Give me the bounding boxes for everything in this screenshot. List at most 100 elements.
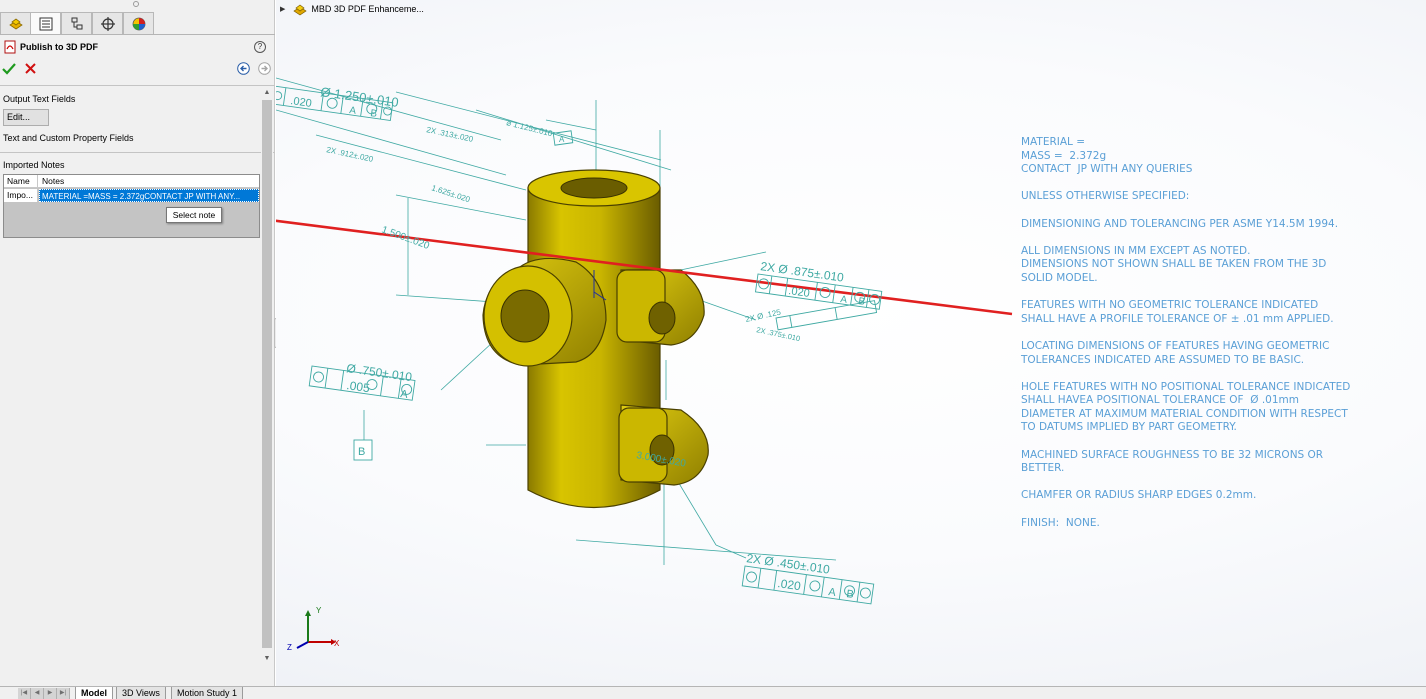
note-line: SHALL HAVE A PROFILE TOLERANCE OF ± .01 … <box>1021 312 1334 325</box>
part-icon <box>293 4 308 15</box>
dim-slant-2[interactable]: 2X .912±.020 <box>326 145 375 164</box>
fcf-right[interactable] <box>754 273 883 310</box>
note-line: TOLERANCES INDICATED ARE ASSUMED TO BE B… <box>1021 353 1305 366</box>
table-header: Name Notes <box>4 175 259 188</box>
expand-arrow-icon[interactable]: ▶ <box>280 6 286 13</box>
dim-slant-3[interactable]: 1.625±.020 <box>430 183 471 204</box>
text-custom-property-fields-label: Text and Custom Property Fields <box>3 133 134 143</box>
forward-arrow-icon[interactable] <box>258 62 271 75</box>
select-note-tooltip: Select note <box>166 207 222 223</box>
fcf-bottom[interactable] <box>741 565 875 605</box>
datum-a-flag[interactable]: A <box>552 130 574 146</box>
edit-button[interactable]: Edit... <box>3 109 49 126</box>
next-tab-arrow-icon[interactable]: ▶ <box>44 688 57 699</box>
last-tab-arrow-icon[interactable]: ▶| <box>57 688 70 699</box>
tab-nav-arrows: |◀ ◀ ▶ ▶| <box>18 688 70 699</box>
note-line: UNLESS OTHERWISE SPECIFIED: <box>1021 190 1190 203</box>
note-line: FINISH: NONE. <box>1021 516 1100 529</box>
fcf-right-small[interactable] <box>775 300 878 331</box>
graphics-area[interactable]: ▶ MBD 3D PDF Enhanceme... <box>276 0 1426 686</box>
feature-control-frames <box>276 85 883 605</box>
scroll-down-arrow-icon[interactable]: ▼ <box>263 655 271 662</box>
tab-3d-views[interactable]: 3D Views <box>116 687 166 699</box>
note-line: BETTER. <box>1021 462 1065 475</box>
note-line: SOLID MODEL. <box>1021 271 1098 284</box>
note-line: SHALL HAVEA POSITIONAL TOLERANCE OF Ø .0… <box>1021 394 1299 407</box>
note-line <box>1021 435 1401 449</box>
datum-b-flag[interactable]: B <box>353 439 373 461</box>
dim-right-small-2[interactable]: 2X .375±.010 <box>756 325 801 343</box>
tab-display-manager[interactable] <box>123 12 154 34</box>
fcf-top[interactable] <box>276 85 394 122</box>
property-manager-header: Publish to 3D PDF ? <box>0 40 275 56</box>
part-name[interactable]: MBD 3D PDF Enhanceme... <box>311 4 424 14</box>
tab-dimxpert-manager[interactable] <box>92 12 123 34</box>
datum-a-label: A <box>559 135 565 144</box>
triad-z-label: Z <box>287 643 292 652</box>
fcf-right-datum-b: B <box>858 296 866 308</box>
check-icon[interactable] <box>2 62 16 76</box>
prev-tab-arrow-icon[interactable]: ◀ <box>31 688 44 699</box>
back-arrow-icon[interactable] <box>237 62 250 75</box>
publish-3d-pdf-icon <box>4 40 16 54</box>
fcf-top-datum-a: A <box>349 105 357 117</box>
section-divider <box>0 85 275 86</box>
note-line <box>1021 326 1401 340</box>
tab-configuration-manager[interactable] <box>61 12 92 34</box>
panel-splitter-grip[interactable] <box>133 1 139 7</box>
dim-right-diameter[interactable]: 2X Ø .875±.010 <box>760 259 845 285</box>
output-text-fields-label: Output Text Fields <box>3 94 76 104</box>
fcf-bottom-datum-a: A <box>828 586 838 599</box>
help-icon[interactable]: ? <box>254 41 266 53</box>
fcf-left[interactable] <box>308 365 416 401</box>
fcf-left-tolerance: .005 <box>346 378 371 395</box>
imported-notes-label: Imported Notes <box>3 160 65 170</box>
note-line <box>1021 286 1401 300</box>
note-line <box>1021 503 1401 517</box>
tab-property-manager[interactable] <box>30 12 61 34</box>
orientation-triad[interactable]: X Y Z <box>286 606 340 656</box>
fcf-top-datum-b: B <box>370 108 378 120</box>
datum-b-label: B <box>358 446 365 458</box>
flyout-feature-tree[interactable]: ▶ MBD 3D PDF Enhanceme... <box>280 2 424 16</box>
dim-top-diameter[interactable]: Ø 1.250±.010 <box>320 84 400 110</box>
note-line: DIMENSIONS NOT SHOWN SHALL BE TAKEN FROM… <box>1021 258 1327 271</box>
dim-slant-4[interactable]: ⌀ 1.125±.010 <box>506 118 554 138</box>
display-manager-icon <box>132 17 145 30</box>
note-line: ALL DIMENSIONS IN MM EXCEPT AS NOTED. <box>1021 244 1251 257</box>
note-line: MACHINED SURFACE ROUGHNESS TO BE 32 MICR… <box>1021 448 1324 461</box>
dim-left-vertical[interactable]: 1.500±.020 <box>380 224 431 252</box>
fcf-top-tolerance: .020 <box>290 95 313 110</box>
tab-model[interactable]: Model <box>75 687 113 699</box>
column-header-name[interactable]: Name <box>4 175 38 188</box>
x-icon[interactable] <box>24 62 37 75</box>
property-manager-panel: Publish to 3D PDF ? Output Text Fields E… <box>0 0 275 686</box>
scroll-thumb[interactable] <box>262 100 272 648</box>
model-viewport: Ø 1.250±.010 2X .313±.020 2X .912±.020 1… <box>276 77 1013 605</box>
dim-slant-1[interactable]: 2X .313±.020 <box>426 125 475 144</box>
note-name-cell[interactable]: Impo... <box>4 189 38 202</box>
fcf-bottom-tolerance: .020 <box>777 576 802 593</box>
note-line: TO DATUMS IMPLIED BY PART GEOMETRY. <box>1021 421 1237 434</box>
note-line <box>1021 367 1401 381</box>
column-header-notes[interactable]: Notes <box>42 176 65 186</box>
section-divider <box>0 152 275 153</box>
first-tab-arrow-icon[interactable]: |◀ <box>18 688 31 699</box>
tab-motion-study-1[interactable]: Motion Study 1 <box>171 687 244 699</box>
mbd-part-model[interactable] <box>482 169 709 509</box>
dim-bottom-diameter[interactable]: 2X Ø .450±.010 <box>746 551 831 577</box>
scroll-up-arrow-icon[interactable]: ▲ <box>263 89 271 96</box>
property-manager-scrollbar[interactable]: ▲ ▼ <box>261 87 273 667</box>
note-line: DIMENSIONING AND TOLERANCING PER ASME Y1… <box>1021 217 1339 230</box>
note-text-cell[interactable]: MATERIAL =MASS = 2.372gCONTACT JP WITH A… <box>39 189 259 202</box>
tab-feature-manager[interactable] <box>0 12 31 34</box>
note-line: LOCATING DIMENSIONS OF FEATURES HAVING G… <box>1021 339 1330 352</box>
note-line <box>1021 476 1401 490</box>
note-line: DIAMETER AT MAXIMUM MATERIAL CONDITION W… <box>1021 407 1348 420</box>
table-row[interactable]: Impo... MATERIAL =MASS = 2.372gCONTACT J… <box>4 189 259 202</box>
note-line: CHAMFER OR RADIUS SHARP EDGES 0.2mm. <box>1021 489 1257 502</box>
note-line: MASS = 2.372g <box>1021 149 1107 162</box>
fcf-bottom-datum-b: B <box>846 588 855 601</box>
property-manager-icon <box>39 17 52 30</box>
